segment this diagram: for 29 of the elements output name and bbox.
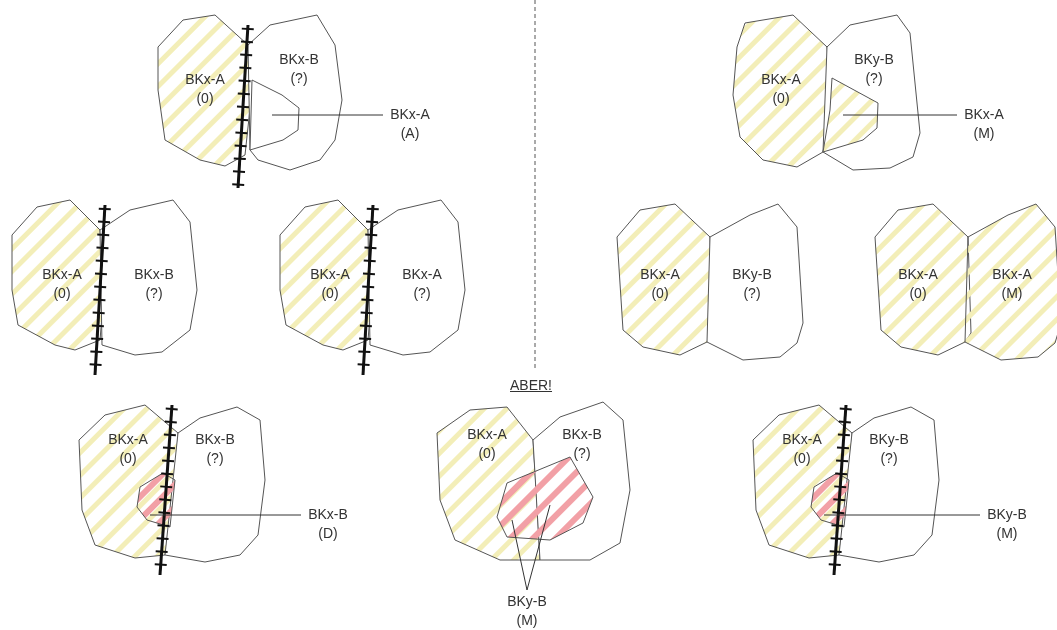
note-label: ABER!	[510, 377, 552, 393]
parcel-label: BKy-B (?)	[731, 265, 773, 303]
leader-line	[842, 114, 958, 116]
parcel-label: BKx-A (0)	[760, 70, 802, 108]
callout-label: BKy-B (M)	[503, 592, 551, 630]
callout-label: BKx-A (M)	[960, 105, 1008, 143]
leader-line	[511, 519, 528, 591]
leader-line	[823, 514, 981, 516]
parcel-label: BKx-A (0)	[309, 265, 351, 303]
parcel-label: BKx-A (0)	[107, 430, 149, 468]
leader-line	[271, 114, 384, 116]
parcel-label: BKx-A (0)	[639, 265, 681, 303]
parcel-label: BKx-A (0)	[897, 265, 939, 303]
callout-label: BKx-B (D)	[304, 505, 352, 543]
parcel-label: BKx-A (M)	[991, 265, 1033, 303]
parcel-label: BKx-A (0)	[781, 430, 823, 468]
parcel-label: BKy-B (?)	[853, 50, 895, 88]
parcel-label: BKx-A (?)	[401, 265, 443, 303]
parcel-label: BKx-B (?)	[133, 265, 175, 303]
parcel-label: BKx-B (?)	[278, 50, 320, 88]
callout-label: BKx-A (A)	[386, 105, 434, 143]
parcel-label: BKx-A (0)	[184, 70, 226, 108]
parcel-label: BKx-B (?)	[561, 425, 603, 463]
parcel-label: BKx-A (0)	[466, 425, 508, 463]
parcel-label: BKx-A (0)	[41, 265, 83, 303]
leader-line	[149, 514, 302, 516]
callout-label: BKy-B (M)	[983, 505, 1031, 543]
parcel-label: BKy-B (?)	[868, 430, 910, 468]
parcel-label: BKx-B (?)	[194, 430, 236, 468]
